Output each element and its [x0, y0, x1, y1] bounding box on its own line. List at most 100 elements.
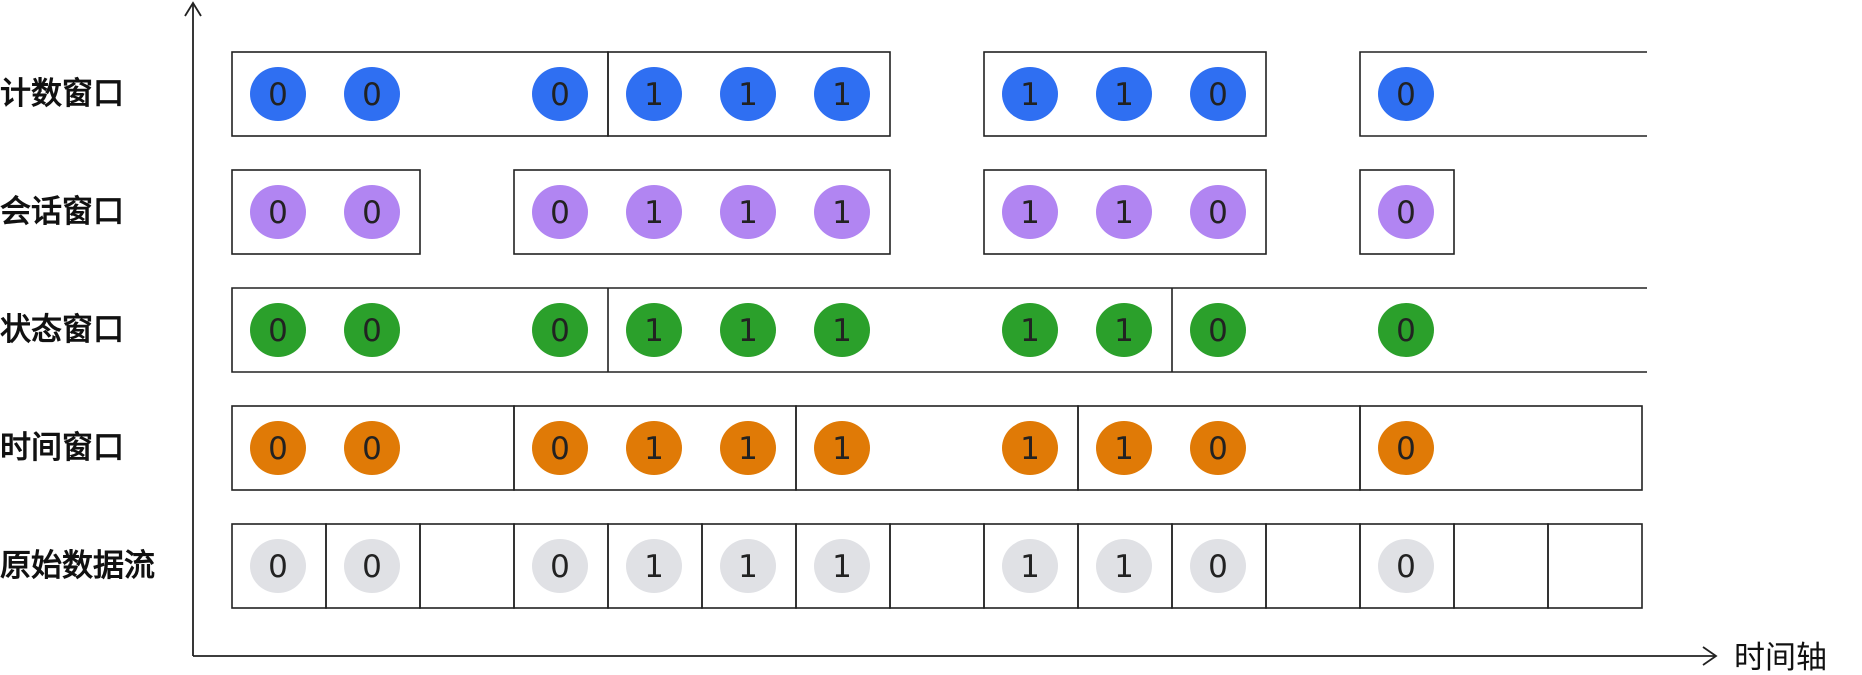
- session-window-box: [983, 169, 1267, 255]
- data-point-circle: [814, 303, 870, 357]
- data-point-value: 0: [268, 313, 288, 349]
- window-boxes: [231, 51, 1647, 609]
- data-point-circle: [720, 185, 776, 239]
- time-data-point: 0: [344, 421, 400, 475]
- data-point-circle: [1378, 303, 1434, 357]
- data-point-circle: [1378, 539, 1434, 593]
- data-point-circle: [1190, 67, 1246, 121]
- session-data-point: 1: [720, 185, 776, 239]
- time-data-point: 0: [532, 421, 588, 475]
- state-window-outline: [231, 287, 1647, 373]
- state-data-point: 0: [1378, 303, 1434, 357]
- time-data-point: 0: [1190, 421, 1246, 475]
- count-window-box: [607, 51, 891, 137]
- state-data-point: 1: [720, 303, 776, 357]
- data-point-value: 1: [1020, 77, 1040, 113]
- x-axis-label: 时间轴: [1734, 640, 1827, 675]
- data-point-circle: [532, 67, 588, 121]
- count-data-point: 0: [250, 67, 306, 121]
- data-point-value: 0: [1208, 77, 1228, 113]
- count-data-point: 1: [1096, 67, 1152, 121]
- data-point-circle: [344, 539, 400, 593]
- raw-data-point: 0: [344, 539, 400, 593]
- raw-stream-cell: [1547, 523, 1643, 609]
- data-point-value: 0: [362, 431, 382, 467]
- raw-data-point: 1: [626, 539, 682, 593]
- data-point-circle: [626, 67, 682, 121]
- data-point-value: 1: [738, 549, 758, 585]
- data-point-circle: [720, 303, 776, 357]
- data-point-circle: [1002, 539, 1058, 593]
- data-point-circle: [720, 539, 776, 593]
- session-data-point: 0: [344, 185, 400, 239]
- data-point-value: 0: [362, 77, 382, 113]
- data-point-value: 0: [1396, 313, 1416, 349]
- data-point-circle: [1378, 421, 1434, 475]
- data-point-value: 1: [832, 313, 852, 349]
- y-axis-arrow-icon: [184, 1, 202, 17]
- data-point-circle: [1096, 539, 1152, 593]
- time-data-point: 1: [626, 421, 682, 475]
- data-point-value: 0: [1396, 549, 1416, 585]
- time-data-point: 1: [720, 421, 776, 475]
- data-point-circle: [250, 539, 306, 593]
- data-point-circle: [532, 539, 588, 593]
- count-data-point: 0: [532, 67, 588, 121]
- data-point-circle: [250, 67, 306, 121]
- data-point-value: 1: [644, 313, 664, 349]
- data-point-circle: [1096, 67, 1152, 121]
- data-point-circle: [1096, 185, 1152, 239]
- data-point-circle: [1190, 539, 1246, 593]
- data-point-circle: [626, 185, 682, 239]
- data-point-value: 0: [1396, 195, 1416, 231]
- data-point-circle: [532, 185, 588, 239]
- data-point-value: 1: [1114, 77, 1134, 113]
- data-point-value: 1: [644, 77, 664, 113]
- data-point-value: 1: [738, 313, 758, 349]
- data-point-value: 1: [832, 77, 852, 113]
- data-point-circle: [1002, 303, 1058, 357]
- data-point-value: 1: [644, 195, 664, 231]
- data-point-circle: [1190, 185, 1246, 239]
- state-data-point: 1: [626, 303, 682, 357]
- count-data-point: 0: [1378, 67, 1434, 121]
- count-window-box-open: [1359, 51, 1647, 137]
- data-point-circle: [1002, 421, 1058, 475]
- raw-data-point: 0: [1190, 539, 1246, 593]
- data-point-value: 1: [738, 431, 758, 467]
- data-point-circle: [344, 185, 400, 239]
- data-point-circle: [250, 303, 306, 357]
- data-point-value: 0: [1208, 431, 1228, 467]
- session-window-box: [513, 169, 891, 255]
- data-point-circle: [250, 185, 306, 239]
- data-point-circle: [1002, 185, 1058, 239]
- data-point-value: 1: [832, 549, 852, 585]
- session-data-point: 0: [1378, 185, 1434, 239]
- data-point-value: 1: [1114, 195, 1134, 231]
- data-point-value: 1: [832, 195, 852, 231]
- data-point-value: 1: [738, 195, 758, 231]
- data-point-circle: [1378, 67, 1434, 121]
- data-point-value: 1: [1020, 313, 1040, 349]
- data-point-circle: [1096, 303, 1152, 357]
- data-point-circle: [814, 539, 870, 593]
- data-point-circle: [814, 185, 870, 239]
- time-data-point: 0: [1378, 421, 1434, 475]
- data-point-value: 0: [268, 195, 288, 231]
- state-data-point: 0: [344, 303, 400, 357]
- raw-data-point: 1: [1096, 539, 1152, 593]
- data-point-circle: [720, 421, 776, 475]
- count-window-box: [983, 51, 1267, 137]
- count-data-point: 1: [1002, 67, 1058, 121]
- time-data-point: 1: [1096, 421, 1152, 475]
- data-point-circle: [1096, 421, 1152, 475]
- state-data-point: 0: [250, 303, 306, 357]
- data-point-circle: [250, 421, 306, 475]
- raw-data-point: 0: [532, 539, 588, 593]
- time-data-point: 1: [1002, 421, 1058, 475]
- data-point-circle: [1190, 303, 1246, 357]
- data-point-value: 0: [550, 313, 570, 349]
- data-point-value: 1: [644, 431, 664, 467]
